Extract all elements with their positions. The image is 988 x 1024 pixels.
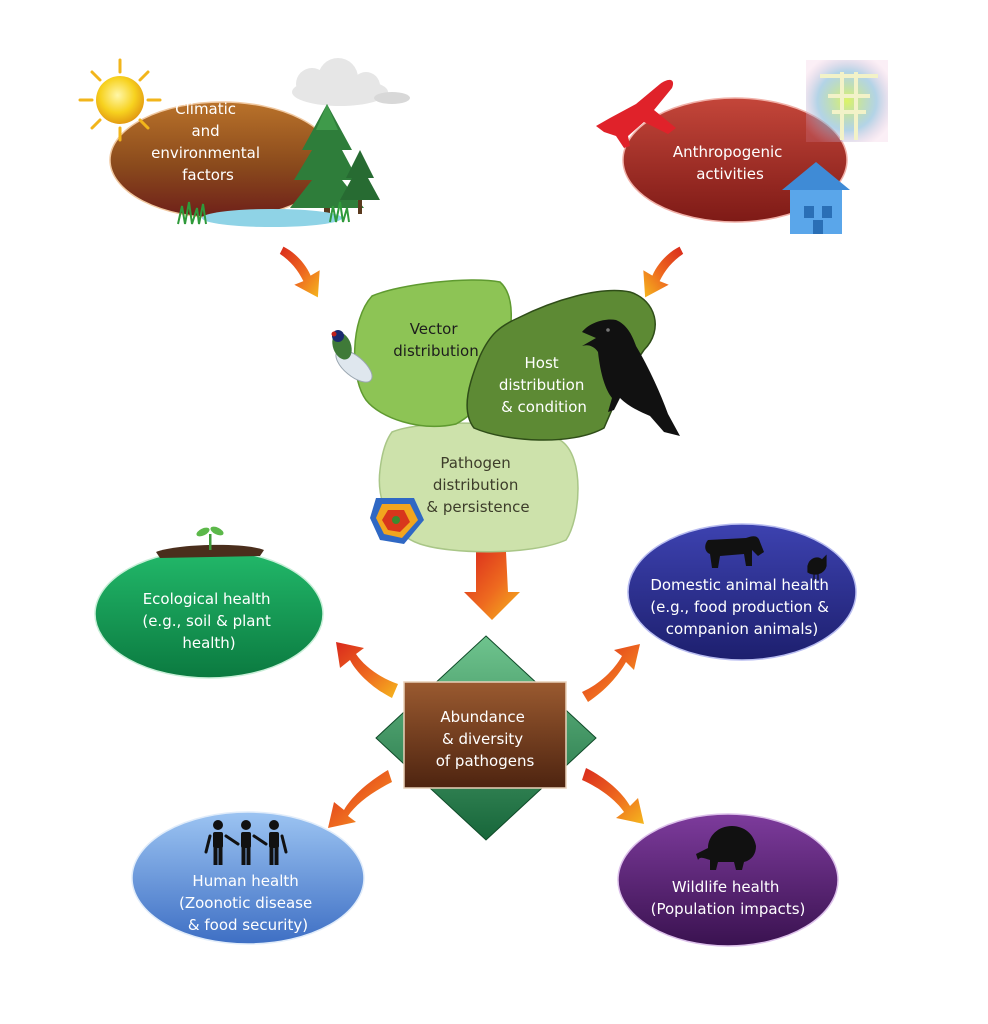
arrow-abundance-to-ecological	[336, 642, 398, 698]
arrow-anthropogenic-to-host	[643, 246, 684, 298]
seedling-icon	[156, 526, 264, 558]
wildlife-health-label: Wildlife health (Population impacts)	[651, 878, 806, 918]
pathogen-distribution-node: Pathogen distribution & persistence	[370, 422, 579, 553]
abundance-diversity-label: Abundance & diversity of pathogens	[436, 708, 535, 770]
host-distribution-label: Host distribution & condition	[499, 354, 589, 416]
arrow-abundance-to-domestic	[582, 644, 640, 702]
cloud-icon	[292, 58, 410, 106]
power-line-icon	[806, 60, 888, 142]
domestic-animal-health-label: Domestic animal health (e.g., food produ…	[650, 576, 833, 638]
climatic-factors-label: Climatic and environmental factors	[151, 100, 265, 184]
cow-icon	[705, 536, 764, 568]
arrow-abundance-to-wildlife	[582, 768, 644, 824]
arrow-climatic-to-vector	[279, 246, 320, 298]
abundance-diversity-node: Abundance & diversity of pathogens	[375, 635, 597, 841]
anthropogenic-activities-label: Anthropogenic activities	[673, 143, 787, 183]
climatic-factors-node: Climatic and environmental factors	[78, 58, 410, 227]
pine-tree-icon	[290, 104, 380, 214]
crow-icon	[582, 319, 680, 436]
vector-distribution-label: Vector distribution	[393, 320, 478, 360]
pond-icon	[177, 201, 350, 227]
virus-icon	[370, 498, 424, 544]
human-health-node: Human health (Zoonotic disease & food se…	[131, 811, 365, 945]
fly-icon	[331, 330, 373, 383]
arrow-pathogen-to-abundance	[464, 552, 520, 620]
people-icon	[204, 820, 288, 865]
arrow-abundance-to-human	[328, 770, 392, 828]
chicken-icon	[807, 554, 827, 580]
pathogen-distribution-label: Pathogen distribution & persistence	[426, 454, 529, 516]
ecological-health-node: Ecological health (e.g., soil & plant he…	[94, 526, 324, 679]
house-icon	[782, 162, 850, 234]
domestic-animal-health-node: Domestic animal health (e.g., food produ…	[627, 523, 857, 661]
ecological-health-label: Ecological health (e.g., soil & plant he…	[142, 590, 275, 652]
sun-icon	[78, 58, 162, 142]
airplane-icon	[596, 79, 676, 148]
anthropogenic-activities-node: Anthropogenic activities	[596, 60, 888, 234]
host-distribution-node: Host distribution & condition	[466, 289, 680, 441]
wildlife-health-node: Wildlife health (Population impacts)	[617, 813, 839, 947]
human-health-label: Human health (Zoonotic disease & food se…	[179, 872, 317, 934]
lion-icon	[696, 826, 756, 870]
